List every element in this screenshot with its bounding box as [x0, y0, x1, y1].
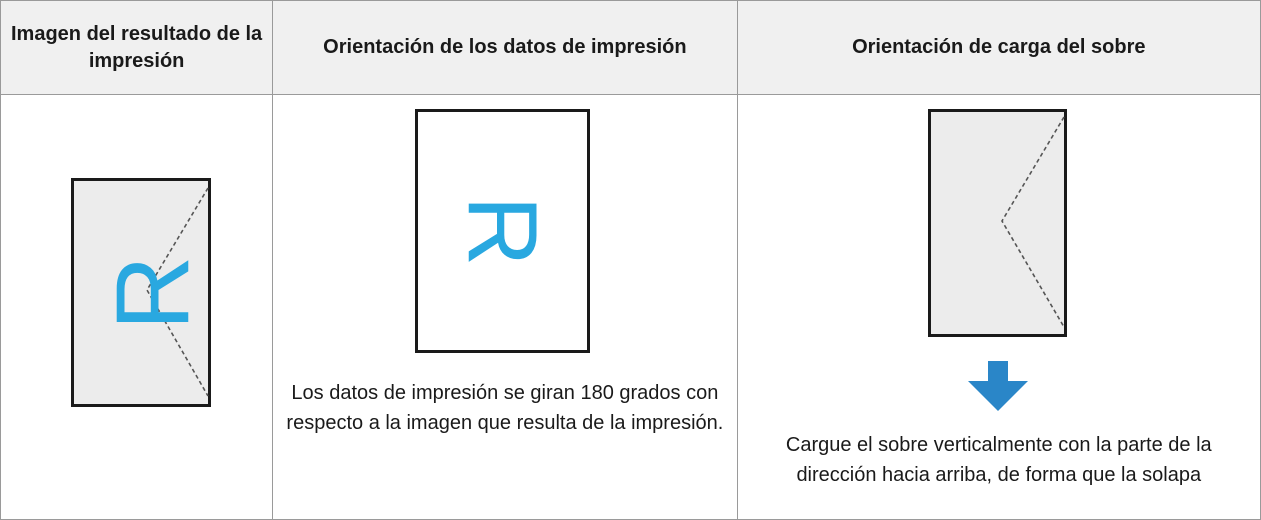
envelope-load-image: [927, 109, 1067, 337]
print-data-cell: R Los datos de impresión se giran 180 gr…: [272, 94, 738, 520]
header-print-data-orientation: Orientación de los datos de impresión: [272, 0, 738, 95]
arrow-down-icon: [967, 361, 1028, 411]
letter-r-rotated: R: [95, 255, 211, 330]
table-header-row: Imagen del resultado de la impresión Ori…: [0, 0, 1261, 95]
print-data-caption: Los datos de impresión se giran 180 grad…: [286, 382, 724, 434]
table-row: R R Los datos de impresión se giran 180 …: [0, 94, 1261, 520]
print-data-page-image: R: [415, 109, 591, 353]
letter-r-rotated-180: R: [448, 196, 558, 267]
header-envelope-load-orientation: Orientación de carga del sobre: [736, 0, 1261, 95]
svg-text:R: R: [448, 196, 558, 267]
envelope-result-image: R: [71, 178, 211, 407]
svg-text:R: R: [95, 255, 211, 330]
result-image-cell: R: [0, 94, 274, 520]
envelope-load-cell: Cargue el sobre verticalmente con la par…: [736, 94, 1261, 520]
envelope-load-caption: Cargue el sobre verticalmente con la par…: [785, 434, 1212, 486]
header-result-image: Imagen del resultado de la impresión: [0, 0, 274, 95]
